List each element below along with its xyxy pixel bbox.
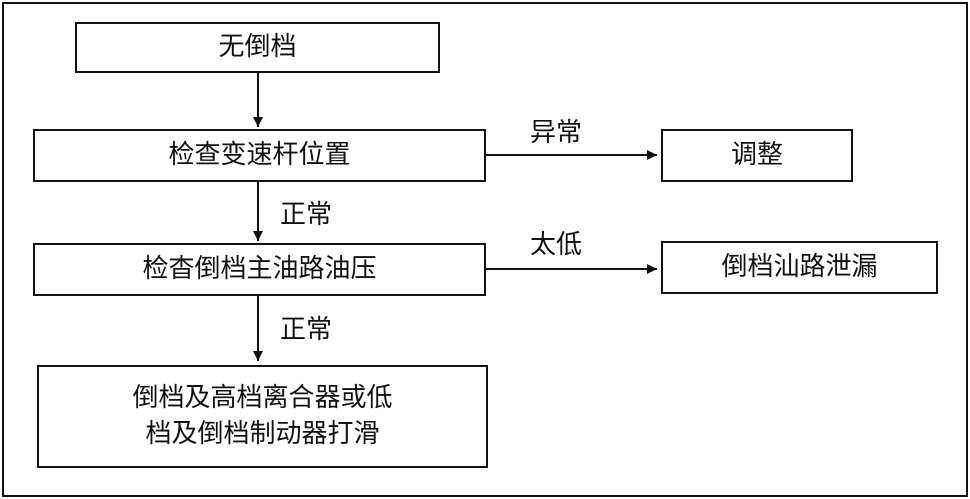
node-slip-line2: 档及倒档制动器打滑 — [145, 418, 380, 449]
edge-label-normal-2: 正常 — [280, 315, 333, 345]
node-check-lever: 检查变速杆位置 — [33, 129, 486, 182]
node-leak: 倒档汕路泄漏 — [661, 241, 938, 294]
node-slip-line1: 倒档及高档离合器或低 — [132, 383, 393, 414]
node-check-pressure-text: 检杳倒档主油路油压 — [142, 253, 377, 284]
node-check-lever-text: 检查变速杆位置 — [168, 139, 351, 170]
node-slip: 倒档及高档离合器或低 档及倒档制动器打滑 — [37, 365, 488, 468]
node-adjust-text: 调整 — [730, 139, 783, 170]
edge-label-normal-1: 正常 — [280, 200, 333, 230]
node-check-pressure: 检杳倒档主油路油压 — [33, 243, 486, 296]
node-no-reverse: 无倒档 — [75, 22, 440, 73]
node-no-reverse-text: 无倒档 — [218, 31, 297, 62]
node-adjust: 调整 — [661, 129, 853, 182]
edge-label-abnormal: 异常 — [530, 118, 583, 148]
node-leak-text: 倒档汕路泄漏 — [721, 251, 878, 282]
edge-label-too-low: 太低 — [530, 230, 583, 260]
